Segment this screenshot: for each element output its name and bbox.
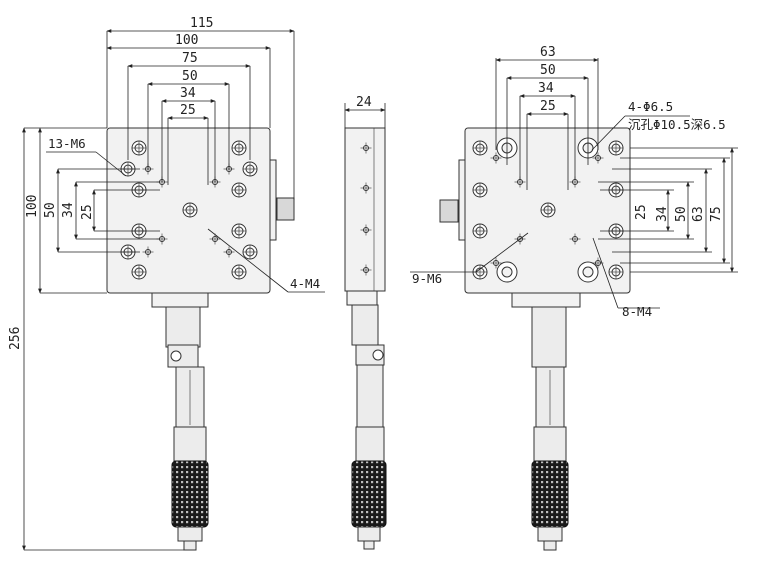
dim-24: 24 (356, 95, 372, 110)
micrometer-cap (177, 526, 203, 542)
dim-63-top: 63 (540, 45, 556, 60)
label-4-m4: 4-M4 (290, 276, 320, 291)
back-m4-hole (490, 257, 502, 269)
back-m4-hole (490, 152, 502, 164)
dim-50-top: 50 (182, 69, 198, 84)
label-13-m6: 13-M6 (48, 136, 86, 151)
label-counterbore: 沉孔Φ10.5深6.5 (628, 117, 726, 132)
dim-34-left: 34 (61, 202, 76, 218)
side-neck (351, 304, 379, 346)
side-stage-body (344, 127, 386, 292)
front-m6-hole (231, 140, 247, 156)
side-knurl (351, 460, 387, 528)
micrometer-tip (183, 540, 197, 551)
dim-115: 115 (190, 16, 213, 31)
back-m6-hole (608, 140, 624, 156)
dim-50-top-back: 50 (540, 63, 556, 78)
back-knurl (531, 460, 569, 528)
front-m6-hole (242, 244, 258, 260)
back-lock-knob (439, 199, 459, 223)
side-hole (360, 264, 372, 276)
label-4-phi-6-5: 4-Φ6.5 (628, 99, 673, 114)
front-m6-hole (131, 140, 147, 156)
dim-34-top: 34 (180, 86, 196, 101)
front-dimensions: 115 100 75 50 34 25 256 100 50 (8, 16, 325, 551)
front-m6-hole (131, 264, 147, 280)
front-clamp-screw (170, 350, 182, 362)
back-m6-hole (472, 140, 488, 156)
side-hole (360, 224, 372, 236)
back-m4-hole (569, 233, 581, 245)
side-hole (360, 142, 372, 154)
label-8-m4: 8-M4 (622, 304, 652, 319)
front-neck (165, 306, 201, 348)
front-m4-hole (209, 233, 221, 245)
dim-50-right: 50 (674, 206, 689, 222)
front-m4-hole (142, 246, 154, 258)
back-m6-hole (540, 202, 556, 218)
front-lower-mount (151, 292, 209, 308)
front-lock-knob (276, 197, 295, 221)
dim-25-top: 25 (180, 103, 196, 118)
back-view (439, 127, 631, 551)
back-m6-hole (608, 264, 624, 280)
front-side-lock (269, 159, 277, 241)
side-lower-mount (346, 290, 378, 306)
back-side-lock (458, 159, 466, 241)
dim-75-right: 75 (709, 206, 724, 222)
front-m6-hole (231, 264, 247, 280)
back-m4-hole (592, 152, 604, 164)
back-counterbore-hole (577, 261, 599, 283)
dim-256: 256 (8, 327, 23, 350)
dim-100-top: 100 (175, 33, 198, 48)
front-view (106, 127, 295, 551)
front-m4-hole (223, 246, 235, 258)
label-9-m6: 9-M6 (412, 271, 442, 286)
micrometer-knurl (171, 460, 209, 528)
front-m6-hole (231, 223, 247, 239)
front-m6-hole (242, 161, 258, 177)
back-m6-hole (472, 223, 488, 239)
dim-75-top: 75 (182, 51, 198, 66)
dim-63-right: 63 (691, 206, 706, 222)
back-counterbore-hole (496, 261, 518, 283)
front-m6-hole (231, 182, 247, 198)
front-m6-hole (182, 202, 198, 218)
dim-25-top-back: 25 (540, 99, 556, 114)
dim-34-top-back: 34 (538, 81, 554, 96)
dim-34-right: 34 (655, 206, 670, 222)
dim-25-left: 25 (80, 204, 95, 220)
side-hole (360, 182, 372, 194)
dim-100-left: 100 (25, 195, 40, 218)
back-dimensions: 63 50 34 25 25 34 50 63 75 (410, 45, 738, 319)
back-m6-hole (472, 182, 488, 198)
side-view: 24 (344, 95, 387, 550)
dim-25-right: 25 (634, 204, 649, 220)
micrometer-thimble (173, 426, 207, 462)
dim-50-left: 50 (43, 202, 58, 218)
